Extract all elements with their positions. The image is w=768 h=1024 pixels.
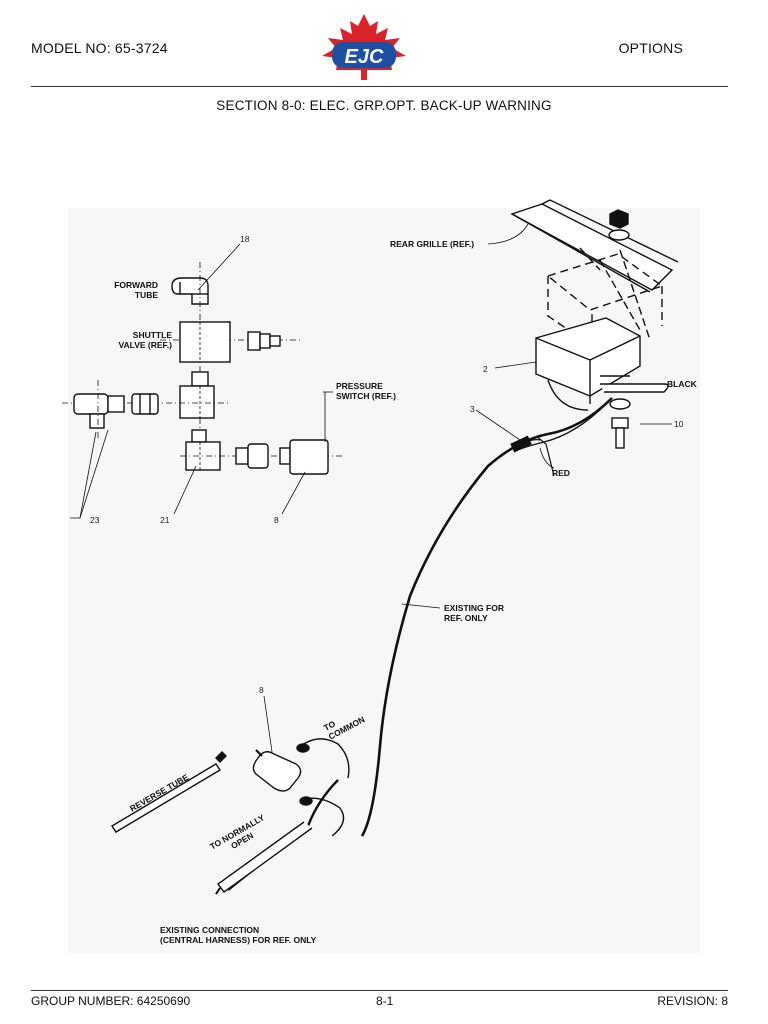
lower-pressure-switch xyxy=(252,749,302,792)
tee-connector-23 xyxy=(73,380,125,440)
label-shuttle-valve: SHUTTLE VALVE (REF.) xyxy=(106,330,172,350)
label-existing-connection-line1: EXISTING CONNECTION xyxy=(160,925,260,935)
logo-stem xyxy=(361,68,367,80)
callout-3: 3 xyxy=(470,404,475,414)
reducer-fitting xyxy=(235,443,269,469)
label-forward-tube-line2: TUBE xyxy=(134,290,158,300)
label-shuttle-valve-line2: VALVE (REF.) xyxy=(118,340,172,350)
callout-18: 18 xyxy=(240,234,250,244)
header-divider xyxy=(31,86,728,87)
footer-divider xyxy=(31,990,728,991)
backup-alarm xyxy=(535,317,669,411)
fitting-21 xyxy=(185,429,221,471)
model-number: MODEL NO: 65-3724 xyxy=(31,40,168,56)
leader-lines xyxy=(70,243,333,519)
label-forward-tube: FORWARD TUBE xyxy=(106,280,158,300)
label-forward-tube-line1: FORWARD xyxy=(114,280,158,290)
logo-blue-band xyxy=(332,42,396,68)
label-existing-connection: EXISTING CONNECTION (CENTRAL HARNESS) FO… xyxy=(160,925,316,945)
callout-23: 23 xyxy=(90,515,100,525)
rear-grille xyxy=(510,199,679,341)
label-existing-ref: EXISTING FOR REF. ONLY xyxy=(444,603,504,623)
label-black-wire: BLACK xyxy=(667,379,697,389)
revision: REVISION: 8 xyxy=(657,994,728,1008)
label-red-wire: RED xyxy=(552,468,570,478)
group-number: GROUP NUMBER: 64250690 xyxy=(31,994,191,1008)
shuttle-valve xyxy=(179,321,231,363)
reverse-tube xyxy=(111,751,227,833)
callout-10: 10 xyxy=(674,419,684,429)
label-existing-ref-line1: EXISTING FOR xyxy=(444,603,504,613)
label-pressure-switch-line1: PRESSURE xyxy=(336,381,383,391)
normally-open-wire xyxy=(299,796,345,837)
straight-fitting xyxy=(247,331,281,351)
page-title: SECTION 8-0: ELEC. GRP.OPT. BACK-UP WARN… xyxy=(216,98,552,113)
callout-2: 2 xyxy=(483,364,488,374)
label-pressure-switch-line2: SWITCH (REF.) xyxy=(336,391,396,401)
section-name: OPTIONS xyxy=(618,40,683,56)
callout-21: 21 xyxy=(160,515,170,525)
tee-fitting xyxy=(179,371,215,419)
wire-harness xyxy=(360,397,613,837)
callout-8-upper: 8 xyxy=(274,515,279,525)
central-harness xyxy=(215,779,339,895)
nut xyxy=(608,209,630,241)
callout-8-lower: 8 xyxy=(259,685,264,695)
label-existing-ref-line2: REF. ONLY xyxy=(444,613,488,623)
label-shuttle-valve-line1: SHUTTLE xyxy=(132,330,172,340)
washer-and-bolt xyxy=(609,398,631,449)
label-rear-grille: REAR GRILLE (REF.) xyxy=(390,239,475,249)
adapter-fitting xyxy=(131,393,159,415)
ejc-logo: EJC xyxy=(322,14,406,80)
leader-lines xyxy=(263,223,672,753)
logo-text: EJC xyxy=(345,46,384,68)
label-existing-connection-line2: (CENTRAL HARNESS) FOR REF. ONLY xyxy=(160,935,317,945)
page-number: 8-1 xyxy=(376,994,394,1008)
forward-tube-elbow xyxy=(171,277,209,305)
label-pressure-switch: PRESSURE SWITCH (REF.) xyxy=(336,381,396,401)
common-terminal-wire xyxy=(296,738,350,779)
pressure-switch xyxy=(279,439,329,475)
